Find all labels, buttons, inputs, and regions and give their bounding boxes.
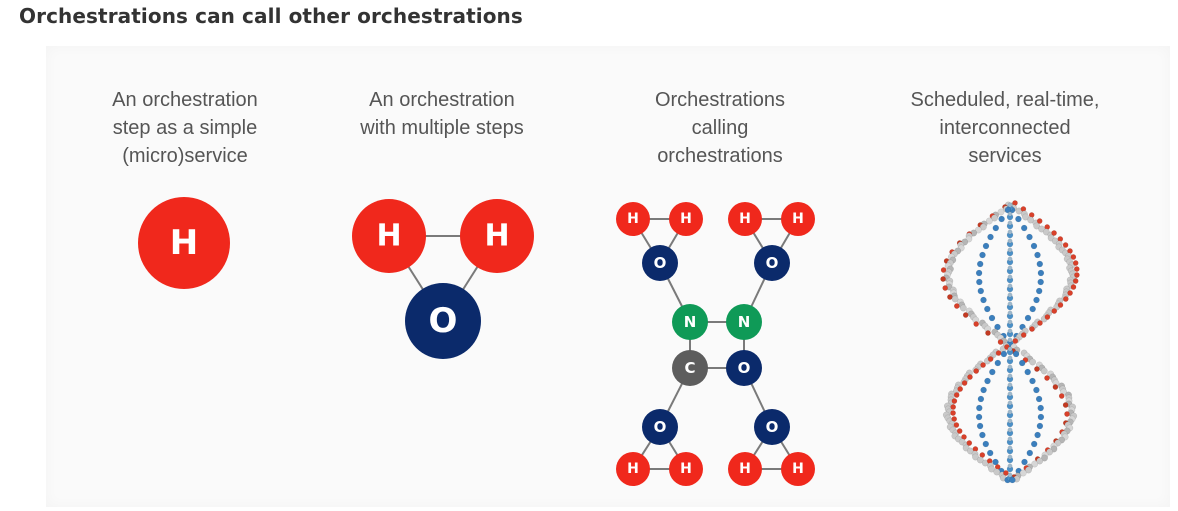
atom-label: H — [627, 461, 639, 477]
hydrogen-atom: H — [728, 202, 762, 236]
atom-label: H — [792, 211, 804, 227]
hydrogen-atom: H — [460, 199, 534, 273]
oxygen-atom: O — [405, 283, 481, 359]
diagram-panel — [46, 46, 1170, 507]
nitrogen-atom: N — [672, 304, 708, 340]
hydrogen-atom: H — [669, 202, 703, 236]
hydrogen-atom: H — [669, 452, 703, 486]
atom-label: N — [684, 313, 697, 331]
hydrogen-atom: H — [781, 202, 815, 236]
hydrogen-atom: H — [781, 452, 815, 486]
atom-label: H — [170, 223, 198, 263]
atom-label: O — [654, 254, 667, 272]
atom-label: H — [680, 461, 692, 477]
caption-simple-service: An orchestration step as a simple (micro… — [112, 89, 258, 167]
dna-helix-image — [940, 200, 1080, 484]
atom-label: C — [684, 359, 695, 377]
oxygen-atom: O — [754, 245, 790, 281]
atom-label: O — [429, 301, 458, 341]
atom-label: H — [376, 219, 401, 254]
hydrogen-atom: H — [352, 199, 426, 273]
atom-label: O — [766, 418, 779, 436]
page-title: Orchestrations can call other orchestrat… — [19, 4, 523, 28]
atom-label: O — [738, 359, 751, 377]
hydrogen-atom: H — [616, 202, 650, 236]
oxygen-atom: O — [754, 409, 790, 445]
atom-label: H — [739, 211, 751, 227]
oxygen-atom: O — [642, 245, 678, 281]
caption-multiple-steps: An orchestration with multiple steps — [360, 89, 524, 139]
hydrogen-atom: H — [728, 452, 762, 486]
atom-label: H — [792, 461, 804, 477]
atom-label: H — [680, 211, 692, 227]
caption-interconnected-services: Scheduled, real-time, interconnected ser… — [910, 89, 1100, 167]
atom-label: N — [738, 313, 751, 331]
hydrogen-atom: H — [138, 197, 230, 289]
carbon-atom: C — [672, 350, 708, 386]
atom-label: O — [654, 418, 667, 436]
atom-label: H — [484, 219, 509, 254]
oxygen-atom: O — [642, 409, 678, 445]
oxygen-atom: O — [726, 350, 762, 386]
atom-label: H — [739, 461, 751, 477]
atom-label: O — [766, 254, 779, 272]
nitrogen-atom: N — [726, 304, 762, 340]
atom-label: H — [627, 211, 639, 227]
caption-calling-orchestrations: Orchestrations calling orchestrations — [654, 89, 786, 167]
hydrogen-atom: H — [616, 452, 650, 486]
